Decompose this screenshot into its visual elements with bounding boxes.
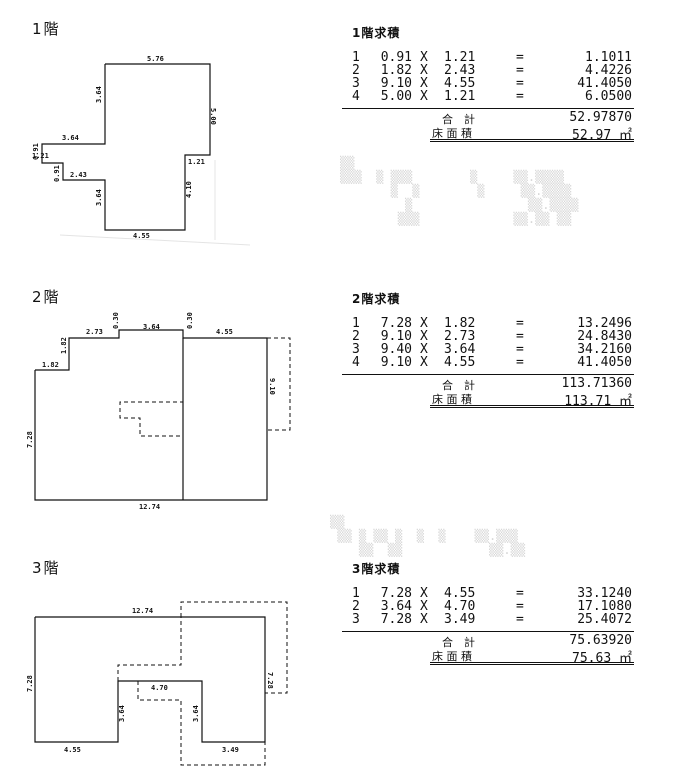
f1-dim-wing-bottom: 2.43 — [70, 171, 87, 179]
floor1-outline — [41, 63, 211, 231]
f1-dim-right: 5.00 — [209, 108, 217, 125]
f2-dim-10: 12.74 — [139, 503, 160, 511]
f1-dim-left-small: 0.91 — [32, 143, 40, 160]
double-underline — [430, 662, 634, 665]
total-value: 75.63920 — [569, 633, 632, 648]
f2-dim-9: 9.10 — [268, 378, 276, 395]
floor1-title: 1階 — [32, 20, 61, 38]
f1-dim-right-step: 1.21 — [188, 158, 205, 166]
f3-dim-bottom-right: 3.49 — [222, 746, 239, 754]
f2-dim-7: 1.82 — [42, 361, 59, 369]
floor2-outline — [34, 329, 268, 501]
floor3-calc-title: 3階求積 — [352, 562, 401, 576]
f3-dim-middle: 4.70 — [151, 684, 168, 692]
area-label: 床 面 積 — [432, 650, 472, 663]
f2-dim-6: 1.82 — [60, 337, 68, 354]
f1-dim-step-v: 0.91 — [53, 165, 61, 182]
f3-dim-inner-right: 3.64 — [192, 705, 200, 722]
total-label: 合 計 — [442, 113, 475, 126]
sum-rule — [342, 374, 634, 375]
floor2-title: 2階 — [32, 288, 61, 306]
double-underline — [430, 139, 634, 142]
floor3-outline — [34, 616, 266, 743]
floor3-title: 3階 — [32, 559, 61, 577]
f2-dim-1: 2.73 — [86, 328, 103, 336]
area-label: 床 面 積 — [432, 127, 472, 140]
f2-dim-4: 0.30 — [186, 312, 194, 329]
f1-dim-top: 5.76 — [147, 55, 164, 63]
f2-dim-8: 7.28 — [26, 431, 34, 448]
ghost-text: ▒▒ ▒▒ ▒ ▒▒ ▒ ▒ ▒ ▒▒.▒▒▒ ▒▒ ▒▒ ▒▒.▒▒ — [330, 515, 526, 557]
f3-dim-top: 12.74 — [132, 607, 153, 615]
floor1-calc-title: 1階求積 — [352, 26, 401, 40]
f2-dim-2: 0.30 — [112, 312, 120, 329]
f2-dim-5: 4.55 — [216, 328, 233, 336]
total-label: 合 計 — [442, 379, 475, 392]
total-value: 113.71360 — [561, 376, 632, 391]
f1-dim-bottom: 4.55 — [133, 232, 150, 240]
f1-dim-step: 1.21 — [32, 152, 49, 160]
f3-dim-bottom-left: 4.55 — [64, 746, 81, 754]
f1-dim-left-wing: 3.64 — [62, 134, 79, 142]
f3-dim-inner-left: 3.64 — [118, 705, 126, 722]
f1-dim-right-lower: 4.10 — [185, 181, 193, 198]
double-underline — [430, 405, 634, 408]
total-value: 52.97870 — [569, 110, 632, 125]
sum-rule — [342, 108, 634, 109]
f3-dim-left: 7.28 — [26, 675, 34, 692]
f3-dim-right: 7.28 — [266, 672, 274, 689]
f2-dim-3: 3.64 — [143, 323, 160, 331]
floor2-dashed — [119, 337, 291, 437]
f1-dim-upper-left: 3.64 — [95, 86, 103, 103]
f1-dim-lower-left: 3.64 — [95, 189, 103, 206]
floor3-dashed — [117, 601, 288, 766]
sum-rule — [342, 631, 634, 632]
ghost-text: ▒▒ ▒▒▒ ▒ ▒▒▒ ▒ ▒▒.▒▒▒▒ ▒ ▒ ▒ ▒▒.▒▒▒▒ ▒ ▒… — [340, 156, 579, 226]
total-label: 合 計 — [442, 636, 475, 649]
floor2-calc-title: 2階求積 — [352, 292, 401, 306]
area-label: 床 面 積 — [432, 393, 472, 406]
